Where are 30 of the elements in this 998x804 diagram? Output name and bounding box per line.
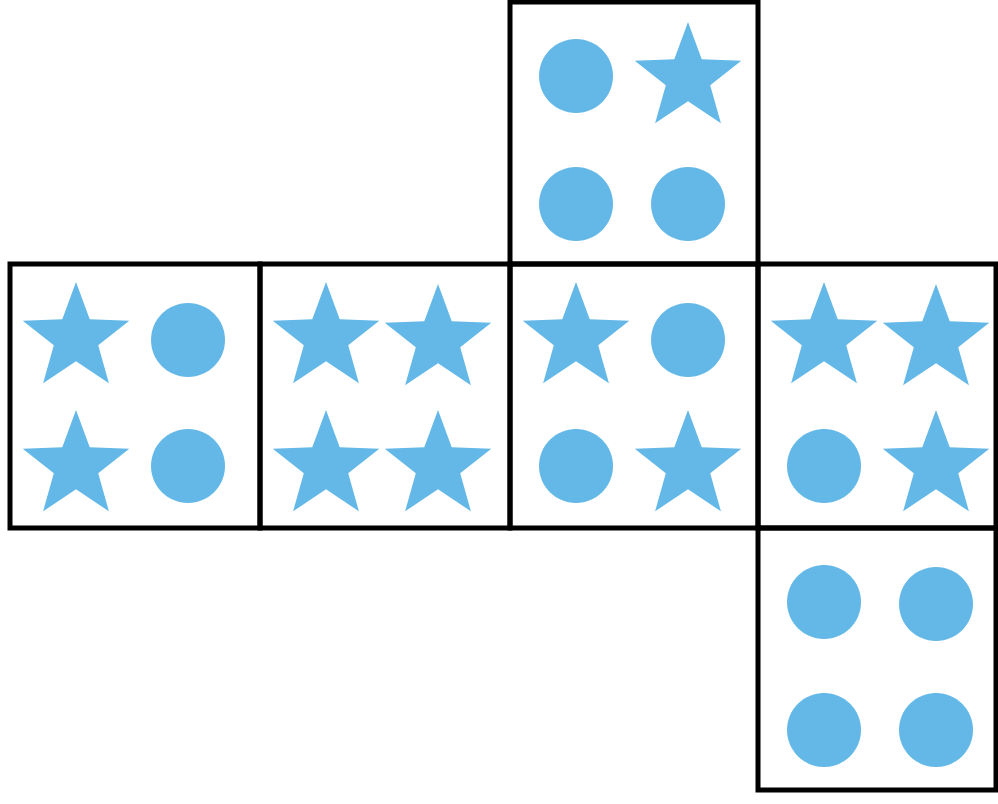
circle-symbol	[151, 429, 225, 503]
star-symbol	[882, 410, 990, 512]
circle-symbol	[151, 303, 225, 377]
star-symbol	[22, 410, 130, 512]
circle-symbol	[899, 567, 973, 641]
star-symbol	[272, 282, 380, 384]
circle-symbol	[651, 167, 725, 241]
circle-symbol	[539, 429, 613, 503]
circle-symbol	[539, 39, 613, 113]
star-symbol	[384, 284, 492, 386]
circle-symbol	[899, 693, 973, 767]
circle-symbol	[787, 429, 861, 503]
star-symbol	[634, 410, 742, 512]
star-symbol	[882, 284, 990, 386]
star-symbol	[522, 282, 630, 384]
star-symbol	[634, 22, 742, 124]
cube-face	[507, 0, 761, 267]
cube-face	[7, 261, 263, 531]
circle-symbol	[787, 565, 861, 639]
cube-face	[755, 525, 998, 793]
star-symbol	[22, 282, 130, 384]
cube-face	[257, 261, 513, 531]
cube-face	[507, 261, 761, 531]
cube-face	[755, 261, 998, 531]
star-symbol	[272, 410, 380, 512]
circle-symbol	[787, 693, 861, 767]
circle-symbol	[539, 167, 613, 241]
star-symbol	[384, 410, 492, 512]
star-symbol	[770, 282, 878, 384]
circle-symbol	[651, 303, 725, 377]
